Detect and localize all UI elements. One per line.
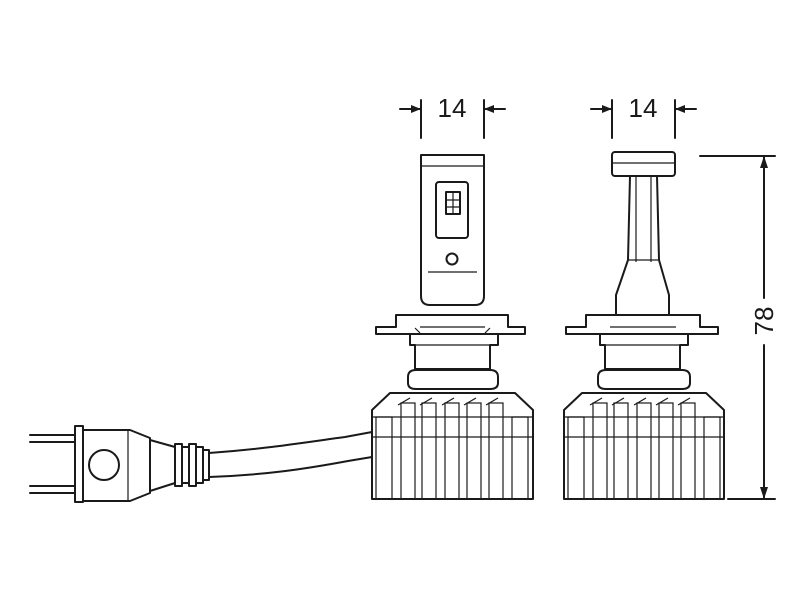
side-heat-sink <box>563 392 725 500</box>
dimension-label-right-width: 14 <box>629 93 658 123</box>
dimension-left-width: 14 <box>399 93 506 139</box>
cable-top-edge <box>208 431 373 454</box>
side-cap <box>611 151 676 177</box>
strain-relief <box>149 439 176 492</box>
side-heat-sink-fins <box>567 397 721 500</box>
heat-sink-fins <box>375 397 529 500</box>
dimension-height: 78 <box>699 155 779 500</box>
bulb-neck <box>409 333 499 370</box>
right-bulb-side-view <box>563 151 725 500</box>
cable-boot <box>174 443 210 487</box>
side-shaft <box>615 175 670 316</box>
led-screw <box>445 252 459 266</box>
side-neck <box>599 333 689 370</box>
side-collar <box>597 369 691 390</box>
connector-socket-circle <box>88 449 120 481</box>
cable-bottom-edge <box>208 456 373 478</box>
connector-pin-top <box>29 434 77 443</box>
heat-sink <box>371 392 534 500</box>
dimension-label-left-width: 14 <box>438 93 467 123</box>
h7-connector-plug <box>29 425 373 503</box>
connector-pin-bottom <box>29 485 77 494</box>
dimension-right-width: 14 <box>590 93 697 139</box>
mounting-flange <box>375 314 526 335</box>
dimension-label-height: 78 <box>749 307 779 336</box>
left-bulb-front-view <box>371 154 534 500</box>
connector-plate <box>74 425 84 503</box>
bulb-collar <box>407 369 499 390</box>
side-flange <box>565 314 719 335</box>
